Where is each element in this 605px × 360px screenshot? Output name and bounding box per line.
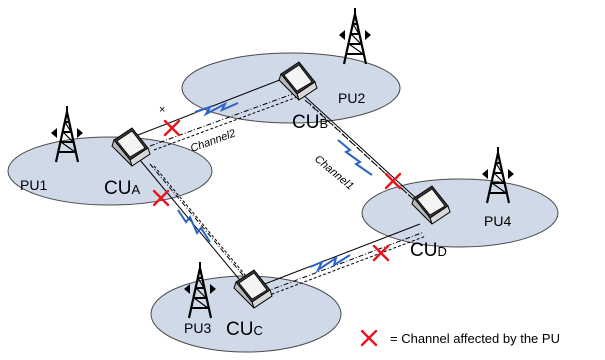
cub-label: CUB <box>292 112 328 133</box>
legend-text: = Channel affected by the PU <box>390 331 560 346</box>
pu1-coverage-area <box>7 136 213 206</box>
pu2-label: PU2 <box>338 90 365 106</box>
channel2-label: Channel2 <box>189 127 237 154</box>
link-c-d <box>261 223 427 297</box>
cua-label: CUA <box>104 178 140 199</box>
pu4-label: PU4 <box>484 213 511 229</box>
affected-channel-cross-icon <box>163 119 181 137</box>
legend-cross-icon <box>360 329 378 347</box>
link-b-d <box>299 91 427 212</box>
pu2-tower-icon <box>337 6 373 66</box>
cuc-label: CUC <box>226 319 263 340</box>
small-x-mark: × <box>159 104 165 116</box>
pu3-label: PU3 <box>184 320 211 336</box>
pu1-label: PU1 <box>20 177 47 193</box>
link-a-b <box>137 75 301 151</box>
legend: = Channel affected by the PU <box>360 329 560 347</box>
pu4-coverage-area <box>361 178 559 248</box>
channel1-label: Channel1 <box>312 153 356 192</box>
cud-label: CUD <box>410 240 447 261</box>
link-a-c <box>139 159 257 289</box>
